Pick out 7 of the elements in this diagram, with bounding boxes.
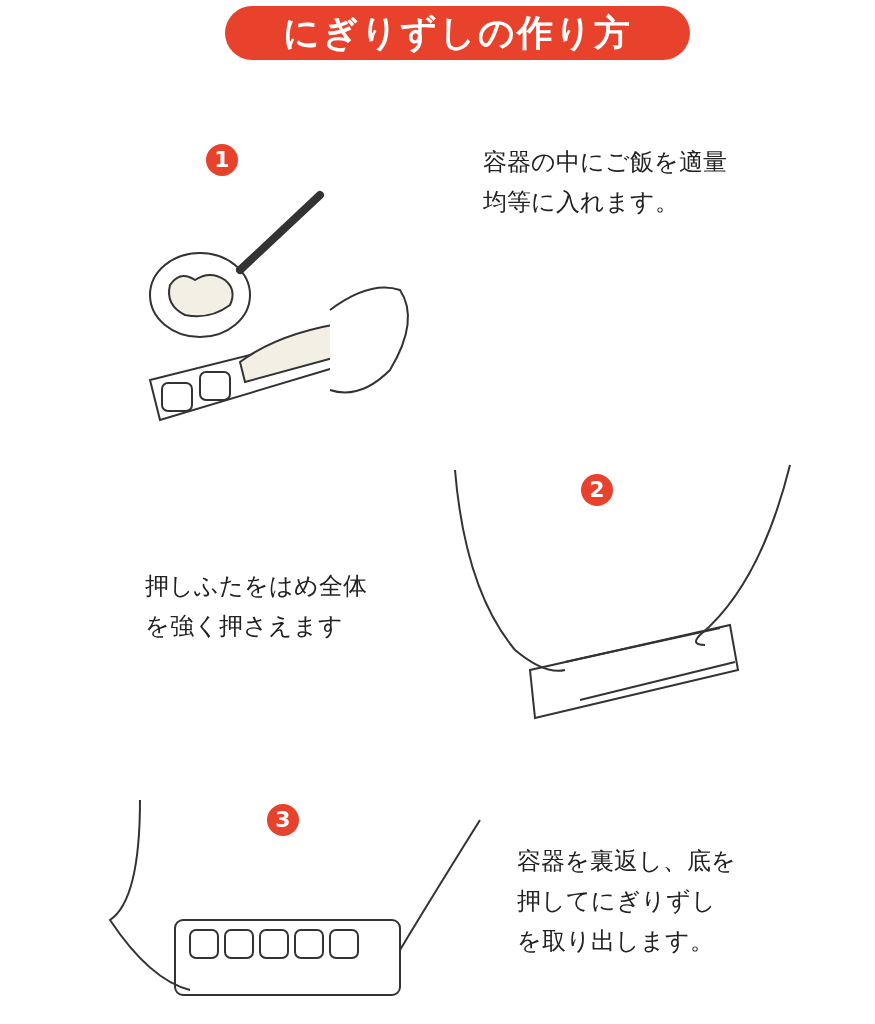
title-banner: にぎりずしの作り方: [225, 6, 690, 60]
instruction-text: 容器の中にご飯を適量均等に入れます。: [483, 147, 728, 218]
instruction-text: 容器を裏返し、底を押してにぎりずしを取り出します。: [517, 846, 737, 957]
instruction-text: 押しふたをはめ全体を強く押さえます: [145, 571, 368, 642]
step-number: 1: [206, 144, 238, 176]
step-number: 2: [581, 474, 613, 506]
step-number: 3: [267, 804, 299, 836]
